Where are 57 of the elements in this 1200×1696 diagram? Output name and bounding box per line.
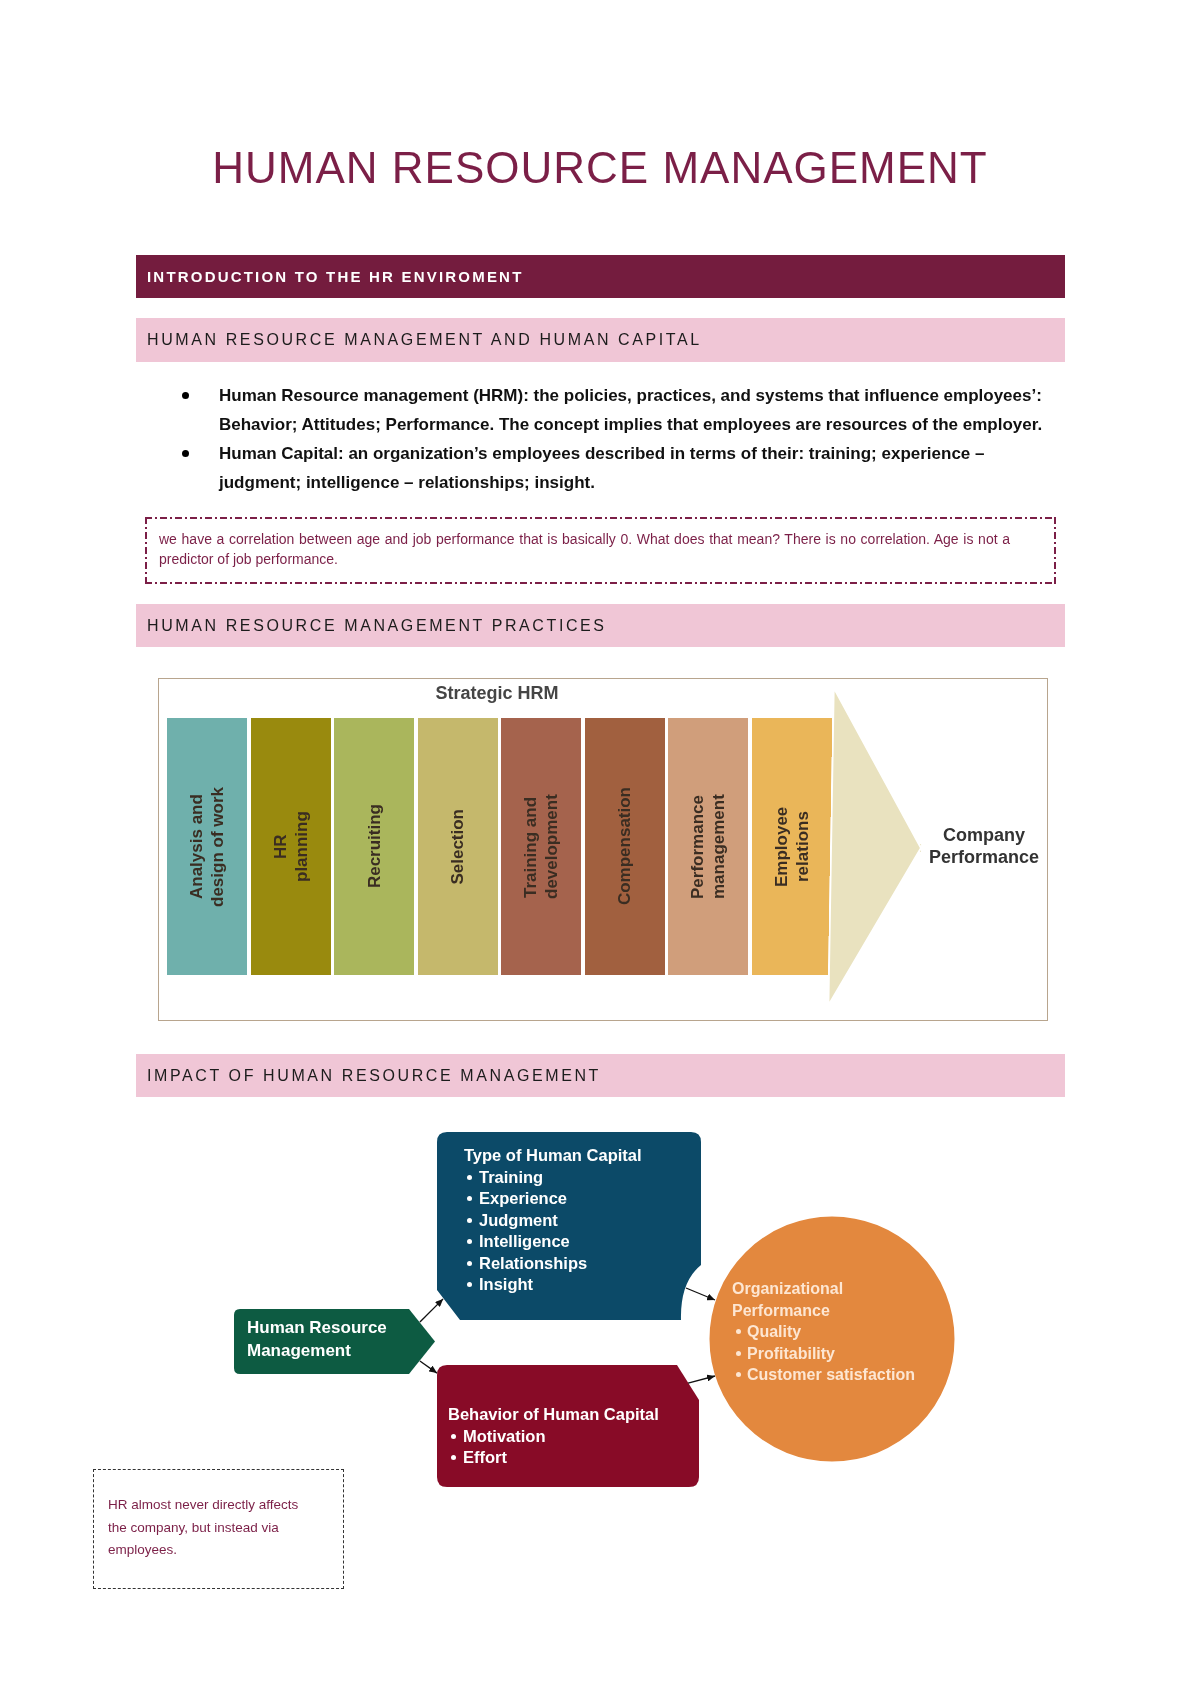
- bar-label: HR planning: [269, 810, 312, 884]
- list-item: Experience: [479, 1188, 568, 1209]
- practice-bar: [167, 718, 247, 975]
- notched-box: [437, 1132, 701, 1320]
- arrow: [419, 1298, 444, 1323]
- list-item: Insight: [479, 1274, 534, 1295]
- notched-box: [437, 1365, 701, 1487]
- box-heading: Human Resource Management: [247, 1317, 388, 1362]
- bar-label: Selection: [447, 808, 468, 885]
- box-heading: Organizational Performance: [732, 1279, 845, 1321]
- list-item: Training: [479, 1166, 544, 1188]
- list-item: Effort: [463, 1447, 507, 1468]
- practice-bar: [501, 718, 581, 975]
- list-item: Judgment: [479, 1209, 558, 1231]
- bar-label: Employee relations: [770, 805, 813, 889]
- section-heading: HUMAN RESOURCE MANAGEMENT PRACTICES: [147, 616, 607, 635]
- bullet-text: Human Resource management (HRM): the policies, practices, and systems that influence employees’: Behavior; Attitudes; Performance. The concept implies that employees are resources of the employer.: [219, 385, 1044, 436]
- practice-bar: [250, 718, 331, 975]
- page-title: HUMAN RESOURCE MANAGEMENT: [212, 142, 988, 194]
- section-band: [136, 255, 1065, 298]
- section-band: [136, 318, 1065, 362]
- arrow-shaped-box: [234, 1309, 435, 1374]
- practice-bar: [417, 718, 498, 975]
- section-heading: HUMAN RESOURCE MANAGEMENT AND HUMAN CAPITAL: [147, 331, 702, 349]
- box-heading: Type of Human Capital: [464, 1145, 642, 1166]
- list-item: Motivation: [463, 1425, 546, 1447]
- arrow: [419, 1360, 438, 1374]
- list-item: Customer satisfaction: [747, 1365, 916, 1385]
- bullet-text: Human Capital: an organization’s employees described in terms of their: training; experience – judgment; intelligence – relationships; insight.: [219, 443, 986, 494]
- list-item: Relationships: [479, 1252, 588, 1274]
- bar-label: Performance management: [687, 793, 729, 901]
- arrow: [685, 1287, 716, 1301]
- practice-bar: [334, 718, 414, 975]
- note-box: [93, 1469, 344, 1589]
- figure-frame: [158, 678, 1048, 1021]
- note-text: we have a correlation between age and job performance that is basically 0. What does that mean? There is no correlation. Age is not a predictor of job performance.: [159, 530, 1010, 569]
- bar-label: Compensation: [614, 787, 635, 906]
- bar-label: Recruiting: [363, 804, 385, 889]
- list-item: Quality: [747, 1322, 802, 1342]
- circle-node: [707, 1214, 957, 1464]
- section-heading: INTRODUCTION TO THE HR ENVIROMENT: [147, 268, 524, 285]
- outcome-label: Company Performance: [921, 824, 1047, 872]
- practice-bar: [668, 718, 748, 975]
- section-band: [136, 604, 1065, 647]
- section-heading: IMPACT OF HUMAN RESOURCE MANAGEMENT: [147, 1066, 601, 1085]
- section-band: [136, 1054, 1065, 1097]
- note-box: [145, 517, 1056, 584]
- note-text: HR almost never directly affects the company, but instead via employees.: [108, 1496, 300, 1559]
- list-item: Profitability: [747, 1343, 835, 1364]
- bar-label: Analysis and design of work: [186, 785, 228, 909]
- box-heading: Behavior of Human Capital: [448, 1404, 659, 1425]
- practice-bar: [584, 718, 665, 975]
- bar-label: Training and development: [520, 793, 562, 901]
- list-item: Intelligence: [479, 1231, 570, 1252]
- figure-title: Strategic HRM: [435, 682, 559, 705]
- arrow: [687, 1374, 716, 1384]
- practice-bar: [751, 718, 832, 975]
